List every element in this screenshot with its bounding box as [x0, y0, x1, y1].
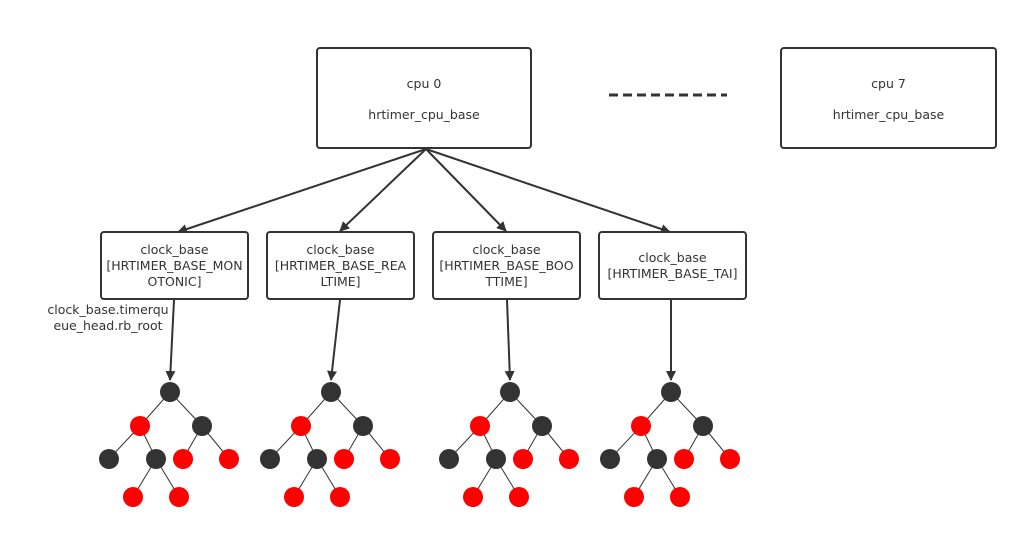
- rb-tree-boottime: [439, 382, 579, 507]
- rb-node-red: [284, 487, 304, 507]
- rb-node-red: [624, 487, 644, 507]
- clock-base-index-label: [HRTIMER_BASE_REALTIME]: [274, 257, 407, 289]
- rb-node-red: [463, 487, 483, 507]
- rb-node-black: [600, 449, 620, 469]
- rb-node-black: [260, 449, 280, 469]
- rb-node-red: [123, 487, 143, 507]
- rb-node-black: [439, 449, 459, 469]
- rb-tree-tai: [600, 382, 740, 507]
- arrow-cpu0-to-tai: [425, 148, 671, 234]
- clock-base-label: clock_base: [306, 241, 375, 257]
- arrow-cpu0-to-monotonic: [177, 148, 427, 234]
- clock-base-realtime-box[interactable]: clock_base [HRTIMER_BASE_REALTIME]: [266, 231, 415, 300]
- rb-node-black: [693, 416, 713, 436]
- rb-node-red: [720, 449, 740, 469]
- cpu0-hrtimer-cpu-base-box[interactable]: cpu 0 hrtimer_cpu_base: [316, 47, 532, 149]
- rb-node-red: [513, 449, 533, 469]
- rb-node-black: [486, 449, 506, 469]
- rb-node-black: [99, 449, 119, 469]
- rb-node-red: [169, 487, 189, 507]
- cpu7-hrtimer-cpu-base-box[interactable]: cpu 7 hrtimer_cpu_base: [780, 47, 997, 149]
- clock-base-index-label: [HRTIMER_BASE_MONOTONIC]: [106, 257, 243, 289]
- clock-base-monotonic-box[interactable]: clock_base [HRTIMER_BASE_MONOTONIC]: [100, 231, 249, 300]
- cpu-type-label: hrtimer_cpu_base: [368, 107, 480, 122]
- clock-base-index-label: [HRTIMER_BASE_TAI]: [607, 265, 738, 281]
- clock-base-label: clock_base: [472, 241, 541, 257]
- clock-base-tai-box[interactable]: clock_base [HRTIMER_BASE_TAI]: [598, 231, 747, 300]
- rb-node-red: [219, 449, 239, 469]
- rb-node-black: [146, 449, 166, 469]
- rb-node-red: [380, 449, 400, 469]
- cpu-label: cpu 0: [406, 76, 442, 91]
- clock-base-label: clock_base: [140, 241, 209, 257]
- rb-node-red: [631, 416, 651, 436]
- rb-node-black: [192, 416, 212, 436]
- arrow-rb-root-monotonic: [165, 299, 176, 381]
- rb-tree-realtime: [260, 382, 400, 507]
- rb-node-black: [661, 382, 681, 402]
- clock-base-index-label: [HRTIMER_BASE_BOOTTIME]: [439, 257, 574, 289]
- rb-node-black: [532, 416, 552, 436]
- arrow-cpu0-to-boottime: [425, 148, 507, 232]
- cpu-label: cpu 7: [871, 76, 906, 91]
- rb-node-red: [559, 449, 579, 469]
- arrow-rb-root-realtime: [327, 299, 341, 381]
- rb-node-red: [130, 416, 150, 436]
- rb-node-red: [470, 416, 490, 436]
- rb-node-black: [160, 382, 180, 402]
- cpu-type-label: hrtimer_cpu_base: [832, 107, 945, 122]
- rb-node-black: [321, 382, 341, 402]
- rb-node-black: [500, 382, 520, 402]
- rb-tree-monotonic: [99, 382, 239, 507]
- clock-base-boottime-box[interactable]: clock_base [HRTIMER_BASE_BOOTTIME]: [432, 231, 581, 300]
- clock-base-label: clock_base: [638, 249, 707, 265]
- rb-node-black: [647, 449, 667, 469]
- arrow-rb-root-boottime: [504, 299, 515, 381]
- rb-node-red: [674, 449, 694, 469]
- rb-node-red: [670, 487, 690, 507]
- arrow-cpu0-to-realtime: [339, 148, 427, 232]
- rb-node-red: [291, 416, 311, 436]
- rb-node-red: [173, 449, 193, 469]
- rb-node-red: [334, 449, 354, 469]
- rb-node-red: [509, 487, 529, 507]
- rb-node-black: [307, 449, 327, 469]
- rb-root-edge-label: clock_base.timerqueue_head.rb_root: [47, 302, 169, 333]
- rb-node-black: [353, 416, 373, 436]
- rb-node-red: [330, 487, 350, 507]
